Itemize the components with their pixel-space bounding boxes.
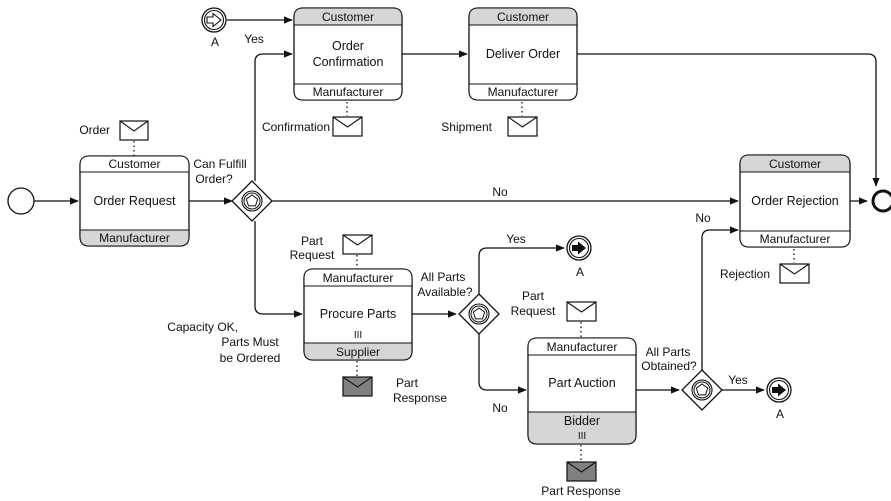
envelope-icon [779,263,810,275]
message-part-response-1[interactable]: Part Response [342,376,447,405]
task-name: Deliver Order [486,47,560,61]
multi-instance-marker: III [354,330,362,341]
link-throw-event-available[interactable]: A [566,235,592,279]
flow-label-yes: Yes [728,373,748,387]
participant-bottom: Supplier [336,345,380,359]
flow-label-no: No [492,401,508,415]
link-a-label: A [211,35,219,49]
message-order[interactable]: Order [79,120,149,141]
message-part-request-2[interactable]: Part Request [511,289,597,322]
flow-gateway-yes-to-confirmation [254,50,293,181]
pentagon-icon [245,194,259,207]
message-label: Confirmation [262,120,330,134]
message-label-line1: Part [522,289,545,303]
task-name: Order Request [94,194,177,208]
envelope-icon [332,116,363,128]
link-catch-event-a[interactable]: A [201,7,227,49]
envelope-icon [566,301,597,313]
gateway-label-line2: Obtained? [641,359,697,373]
participant-top: Customer [769,157,821,171]
message-label: Rejection [720,267,770,281]
message-label: Part Response [541,484,621,498]
flow-label-no: No [492,185,508,199]
task-name: Procure Parts [320,307,396,321]
envelope-icon [566,461,597,473]
flow-label-capacity-line1: Capacity OK, [167,320,238,334]
message-associations [133,102,795,461]
end-event[interactable] [871,189,891,213]
task-name-line1: Order [332,39,364,53]
link-arrow-filled-icon [572,241,586,255]
flow-label-capacity-line3: be Ordered [220,351,281,365]
pentagon-icon [472,307,486,320]
message-shipment[interactable]: Shipment [441,116,538,137]
task-order-request[interactable]: Customer Order Request Manufacturer [79,155,190,247]
task-name: Order Rejection [751,194,839,208]
participant-top: Manufacturer [323,271,394,285]
message-label-line2: Request [511,304,556,318]
flow-labels: Yes No Capacity OK, Parts Must be Ordere… [167,32,747,415]
participant-bottom: Manufacturer [488,85,559,99]
gateway-label-line1: Can Fulfill [193,157,246,171]
task-name: Part Auction [548,376,615,390]
message-label-line1: Part [301,234,324,248]
flow-label-no: No [695,211,711,225]
pentagon-icon [695,383,709,396]
flow-deliver-to-end [577,53,880,187]
gateway-label-line1: All Parts [646,345,691,359]
gateway-can-fulfill[interactable]: Can Fulfill Order? [193,157,273,222]
message-label-line2: Request [290,248,335,262]
task-part-auction[interactable]: Manufacturer Part Auction Bidder III [527,337,637,445]
gateway-label-line2: Order? [195,172,233,186]
message-rejection[interactable]: Rejection [720,263,810,284]
envelope-icon [507,116,538,128]
participant-top: Manufacturer [547,340,618,354]
task-order-rejection[interactable]: Customer Order Rejection Manufacturer [739,154,851,248]
message-label: Shipment [441,120,492,134]
participant-bottom: Manufacturer [760,232,831,246]
link-arrow-filled-icon [772,383,786,397]
link-a-label: A [776,407,784,421]
gateway-label-line1: All Parts [421,270,466,284]
participant-top: Customer [322,10,374,24]
envelope-icon [119,120,149,132]
message-confirmation[interactable]: Confirmation [262,116,363,137]
participant-bottom: Manufacturer [313,85,384,99]
message-label-line2: Response [393,391,447,405]
message-label: Order [79,123,110,137]
gateway-label-line2: Available? [417,285,472,299]
envelope-icon [342,234,373,246]
participant-top: Customer [108,157,160,171]
multi-instance-marker: III [578,431,586,442]
gateway-all-obtained[interactable]: All Parts Obtained? [641,345,723,411]
flow-label-yes: Yes [244,32,264,46]
participant-top: Customer [497,10,549,24]
flow-obtained-no-to-rejection [701,226,739,370]
task-order-confirmation[interactable]: Customer Order Confirmation Manufacturer [293,7,403,101]
flow-available-yes-to-link [478,244,565,294]
task-name-line2: Confirmation [313,55,384,69]
message-part-response-2[interactable]: Part Response [541,461,621,498]
participant-bottom: Bidder [564,414,600,428]
envelope-icon [342,376,373,388]
flow-available-no-to-auction [478,334,527,394]
link-arrow-icon [206,12,222,28]
task-deliver-order[interactable]: Customer Deliver Order Manufacturer [468,7,578,101]
message-label-line1: Part [396,376,419,390]
sequence-flows [34,16,880,394]
flow-gateway-capacity-to-procure [254,221,303,318]
flow-label-capacity-line2: Parts Must [221,335,279,349]
participant-bottom: Manufacturer [99,231,170,245]
flow-label-yes: Yes [506,232,526,246]
gateway-all-available[interactable]: All Parts Available? [417,270,500,335]
task-procure-parts[interactable]: Manufacturer Procure Parts III Supplier [303,268,413,361]
start-event[interactable] [7,187,35,215]
link-a-label: A [576,265,584,279]
link-throw-event-obtained[interactable]: A [766,377,792,421]
message-part-request-1[interactable]: Part Request [290,234,373,262]
